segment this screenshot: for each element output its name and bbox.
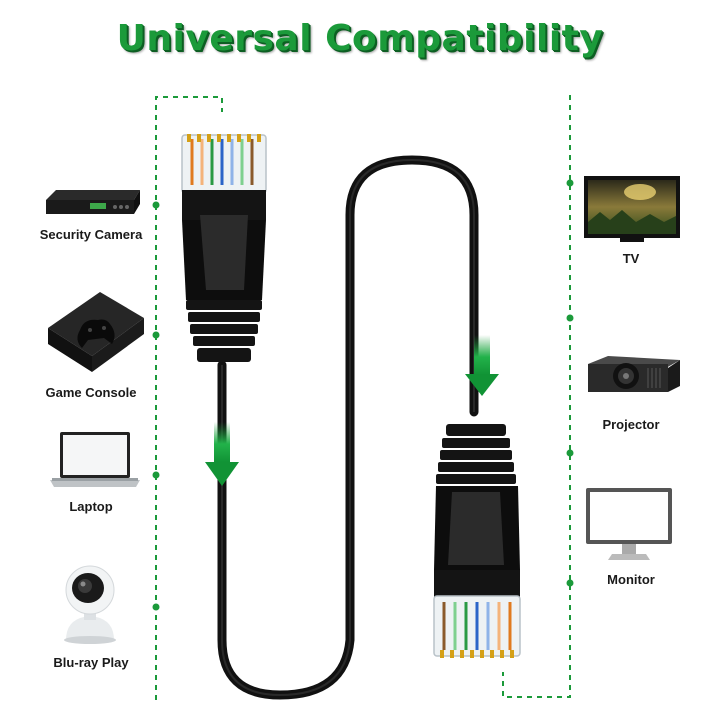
rj45-connector-bottom: [433, 424, 521, 658]
device-label-game-console: Game Console: [45, 385, 137, 400]
device-label-projector: Projector: [602, 417, 660, 432]
left-bracket-dots: [152, 201, 160, 611]
device-label-laptop: Laptop: [69, 499, 113, 514]
page-title: Universal Compatibility: [116, 18, 604, 59]
rj45-connector-top: [181, 134, 267, 362]
laptop-icon: [50, 432, 140, 487]
left-dashed-bracket: [155, 96, 223, 700]
device-label-tv: TV: [622, 251, 640, 266]
arrow-down-icon: [205, 422, 239, 486]
arrow-down-icon: [465, 335, 499, 396]
monitor-icon: [586, 488, 672, 560]
right-bracket-dots: [566, 179, 574, 587]
device-label-security-camera: Security Camera: [39, 227, 143, 242]
dvr-recorder-icon: [46, 190, 140, 214]
game-console-icon: [48, 292, 144, 372]
projector-icon: [588, 356, 680, 392]
device-label-monitor: Monitor: [607, 572, 655, 587]
device-label-blu-ray-play: Blu-ray Play: [53, 655, 129, 670]
security-camera-icon: [64, 565, 116, 644]
right-dashed-bracket: [502, 95, 571, 698]
tv-icon: [584, 176, 680, 242]
